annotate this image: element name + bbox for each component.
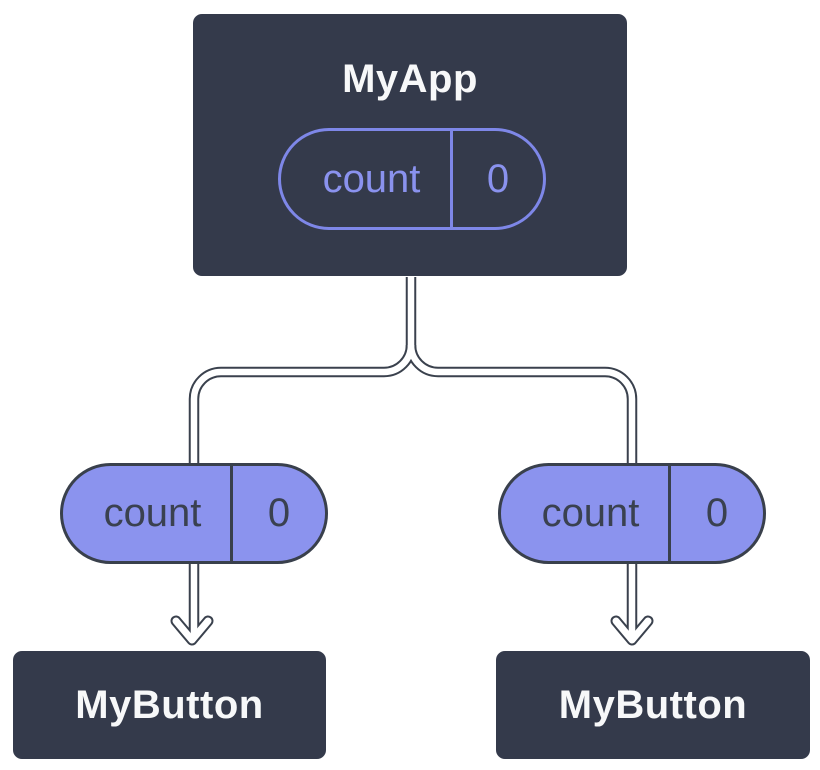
mybutton-right-title: MyButton xyxy=(558,682,748,727)
arrowhead-right-icon xyxy=(612,617,652,644)
mybutton-left-title: MyButton xyxy=(75,682,264,727)
prop-pill-left: count 0 xyxy=(60,463,328,564)
prop-pill-right: count 0 xyxy=(498,463,766,564)
prop-pill-left-value: 0 xyxy=(267,491,291,535)
connector-branch-right xyxy=(407,344,636,636)
myapp-node-title: MyApp xyxy=(342,57,478,101)
arrowhead-left-icon xyxy=(172,617,212,644)
state-pill: count 0 xyxy=(278,128,546,230)
prop-pill-right-value: 0 xyxy=(705,491,729,535)
component-node-myapp xyxy=(190,11,630,279)
state-pill-key: count xyxy=(281,131,453,227)
state-pill-value: 0 xyxy=(486,156,510,201)
prop-pill-right-key: count xyxy=(501,466,671,561)
connector-branch-left xyxy=(190,344,415,636)
prop-pill-left-key: count xyxy=(63,466,233,561)
connector-core-layer xyxy=(172,277,652,644)
component-node-mybutton-left: MyButton xyxy=(10,648,329,762)
component-node-mybutton-right: MyButton xyxy=(493,648,813,762)
